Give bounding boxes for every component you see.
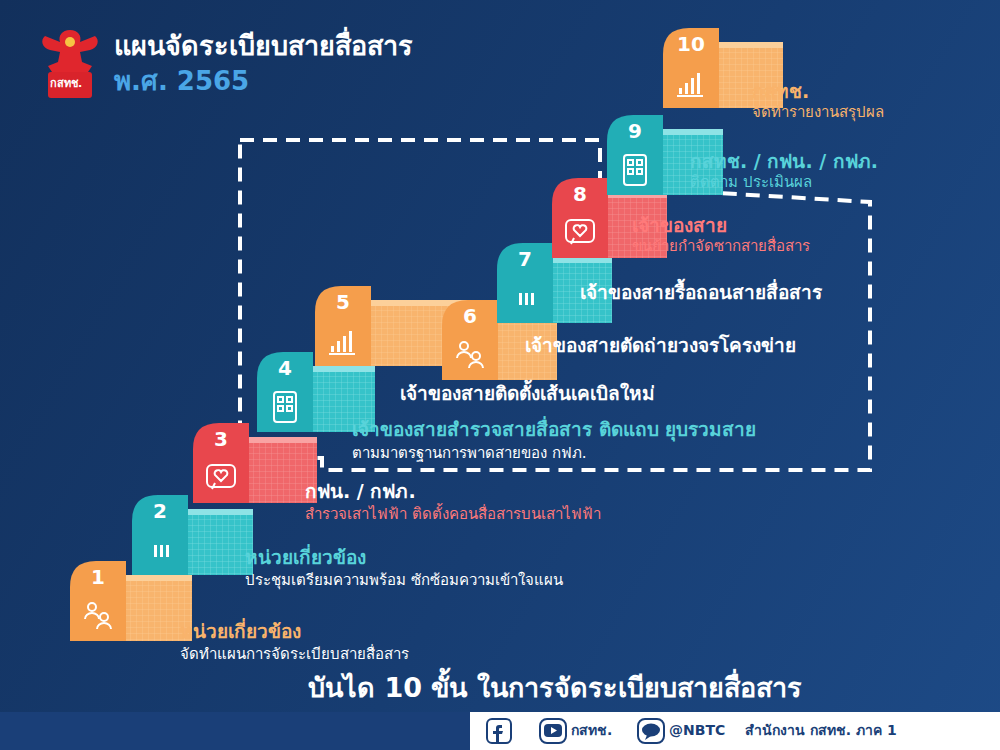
step-number: 7	[497, 247, 553, 271]
step-number: 10	[663, 32, 719, 56]
step-number: 3	[193, 427, 249, 451]
garuda-logo	[42, 30, 97, 98]
step-heading: หน่วยเกี่ยวข้อง	[245, 546, 366, 569]
step-number: 6	[442, 304, 498, 328]
caption: บันได 10 ขั้น ในการจัดระเบียบสายสื่อสาร	[308, 672, 802, 704]
stair-step: 10กสทช.จัดทำรายงานสรุปผล	[663, 28, 788, 108]
footer-handle: @NBTC	[669, 722, 725, 739]
step-block	[193, 423, 322, 503]
footer-office: สำนักงาน กสทช. ภาค 1	[745, 722, 897, 739]
stair-step: 9กสทช. / กฟน. / กฟภ.ติดตาม ประเมินผล	[607, 115, 728, 195]
step-heading: หน่วยเกี่ยวข้อง	[180, 620, 301, 643]
stair-step: 2หน่วยเกี่ยวข้องประชุมเตรียมความพร้อม ซั…	[132, 495, 258, 575]
step-number: 5	[315, 290, 371, 314]
dashed-region	[240, 140, 870, 470]
facebook-icon	[487, 719, 511, 743]
year-label: พ.ศ. 2565	[114, 66, 249, 97]
step-heading: เจ้าของสายติดตั้งเส้นเคเบิลใหม่	[400, 382, 655, 405]
logo-label: กสทช.	[50, 77, 82, 90]
youtube-icon	[540, 719, 566, 743]
step-number: 9	[607, 119, 663, 143]
step-heading: กสทช. / กฟน. / กฟภ.	[690, 150, 878, 173]
step-detail: จัดทำรายงานสรุปผล	[752, 103, 884, 121]
footer-bar	[0, 712, 1000, 750]
step-heading: เจ้าของสายรื้อถอนสายสื่อสาร	[580, 281, 822, 304]
step-number: 4	[257, 356, 313, 380]
title: แผนจัดระเบียบสายสื่อสาร	[114, 30, 413, 62]
step-heading: เจ้าของสายตัดถ่ายวงจรโครงข่าย	[525, 334, 796, 357]
step-heading: กฟน. / กฟภ.	[305, 480, 416, 503]
step-detail: ติดตาม ประเมินผล	[690, 173, 812, 191]
line-icon	[638, 719, 664, 743]
step-heading: กสทช.	[752, 80, 809, 103]
step-number: 8	[552, 182, 608, 206]
step-number: 1	[70, 565, 126, 589]
step-number: 2	[132, 499, 188, 523]
step-detail: จัดทำแผนการจัดระเบียบสายสื่อสาร	[180, 645, 409, 663]
stair-step: 3กฟน. / กฟภ.สำรวจเสาไฟฟ้า ติดตั้งคอนสื่อ…	[193, 423, 322, 503]
step-detail: ขนย้ายกำจัดซากสายสื่อสาร	[632, 237, 810, 255]
step-detail: ตามมาตรฐานการพาดสายของ กฟภ.	[352, 444, 587, 462]
footer-channel: กสทช.	[571, 722, 612, 739]
step-heading: เจ้าของสายสำรวจสายสื่อสาร ติดแถบ ยุบรวมส…	[352, 418, 756, 441]
step-detail: ประชุมเตรียมความพร้อม ซักซ้อมความเข้าใจแ…	[245, 571, 563, 589]
footer-band	[0, 712, 470, 750]
step-detail: สำรวจเสาไฟฟ้า ติดตั้งคอนสื่อสารบนเสาไฟฟ้…	[305, 505, 601, 523]
step-heading: เจ้าของสาย	[632, 214, 727, 237]
step-block	[132, 495, 258, 575]
